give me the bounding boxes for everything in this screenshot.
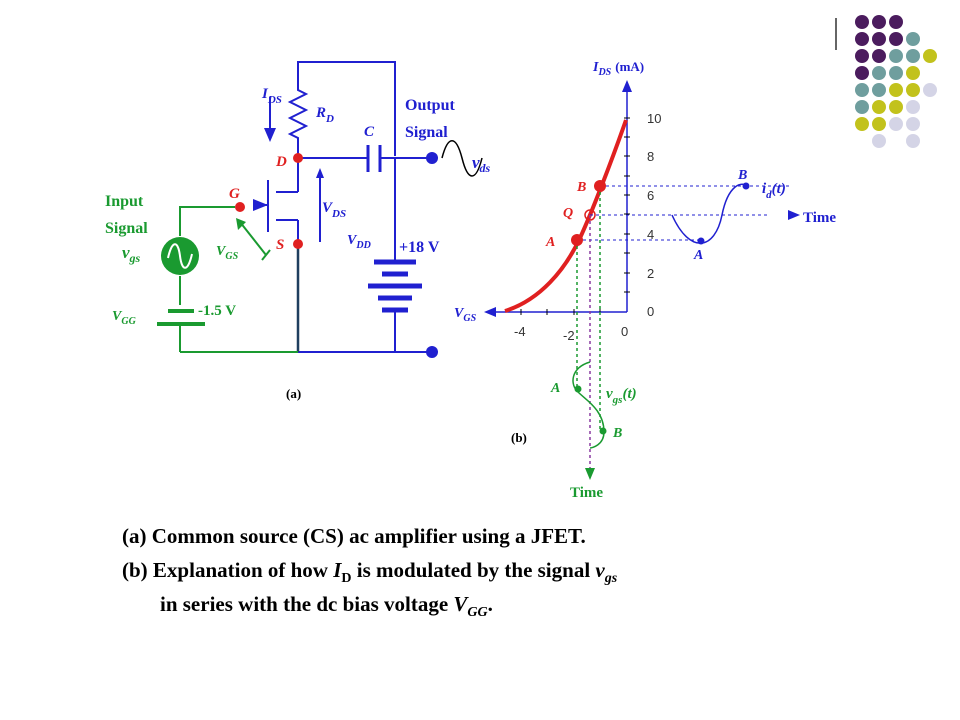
svg-text:VDS: VDS (322, 200, 346, 220)
vds-output-label: v (472, 153, 480, 172)
point-q-label: Q (563, 206, 573, 221)
ids-label: I (261, 86, 269, 102)
vds-label: V (322, 200, 334, 216)
svg-text:VGS: VGS (216, 244, 239, 262)
time-axis-bottom: Time (570, 485, 603, 501)
vgg-value: -1.5 V (198, 303, 236, 319)
caption-end: . (487, 592, 493, 616)
input-signal-line2: Signal (105, 220, 148, 237)
svg-text:vgs(t): vgs(t) (606, 386, 637, 406)
point-b-label: B (576, 180, 586, 195)
id-wave-sub: d (766, 189, 772, 201)
caption-text-b1: Explanation of how (152, 558, 334, 582)
caption-vgg-sub: GG (467, 605, 488, 621)
vdd-value: +18 V (399, 239, 440, 256)
caption-id-sub: D (341, 571, 352, 587)
ids-sub: DS (267, 94, 282, 106)
vgg-sub: GG (121, 316, 136, 327)
output-signal-line2: Signal (405, 124, 448, 141)
vgs-wave-sub: gs (612, 394, 623, 406)
time-axis-right: Time (803, 210, 836, 226)
y-tick-4: 4 (647, 227, 654, 242)
rd-label: R (315, 105, 326, 121)
caption-line-1: (a) Common source (CS) ac amplifier usin… (122, 524, 586, 549)
caption-vgg-symbol: V (453, 592, 468, 616)
vgs-sub: GS (225, 251, 238, 262)
vdd-label: V (347, 233, 358, 248)
svg-text:vds: vds (472, 153, 491, 175)
wave-b-label: B (737, 168, 747, 183)
wave-a-label: A (693, 248, 703, 263)
vds-sub: DS (331, 208, 346, 220)
transfer-characteristic-graph: IDS (mA) VGS 10 8 6 4 2 0 -4 -2 0 B Q A i… (454, 59, 836, 501)
svg-text:IDS(mA): IDS (mA) (592, 59, 644, 78)
caption-prefix-b: (b) (122, 558, 148, 582)
svg-text:VGG: VGG (112, 309, 137, 327)
caption-text-a: Common source (CS) ac amplifier using a … (151, 524, 586, 548)
vgs-axis-label: V (454, 306, 465, 321)
point-a-label: A (545, 235, 555, 250)
drain-label: D (275, 154, 287, 170)
y-tick-6: 6 (647, 188, 654, 203)
y-tick-0: 0 (647, 304, 654, 319)
svg-text:RD: RD (315, 105, 334, 125)
caption-text-b2: is modulated by the signal (351, 558, 596, 582)
output-signal-line1: Output (405, 97, 455, 114)
caption-line-2: (b) Explanation of how ID is modulated b… (122, 558, 617, 587)
vgs-label: V (216, 244, 227, 259)
vgs-wave-arg: (t) (622, 386, 636, 402)
id-wave-label: i (762, 181, 767, 197)
svg-text:vgs: vgs (122, 243, 141, 265)
panel-a-label: (a) (286, 386, 301, 401)
ids-axis-label: I (592, 60, 599, 75)
vgg-label: V (112, 309, 123, 324)
caption-id-symbol: I (333, 558, 342, 582)
vdd-sub: DD (355, 240, 370, 251)
panel-b-label: (b) (511, 430, 527, 445)
caption-vgs-symbol: v (595, 558, 605, 582)
x-tick-0: 0 (621, 324, 628, 339)
source-label: S (276, 237, 284, 253)
caption-vgs-sub: gs (604, 571, 618, 587)
input-signal-line1: Input (105, 193, 144, 210)
ids-axis-unit: (mA) (615, 59, 644, 74)
caption-prefix-a: (a) (122, 524, 147, 548)
vwave-b-label: B (612, 426, 622, 441)
vds-output-sub: ds (480, 161, 491, 175)
svg-text:id(t): id(t) (762, 181, 786, 201)
y-tick-8: 8 (647, 149, 654, 164)
x-tick-neg2: -2 (563, 328, 575, 343)
vgs-input-sub: gs (129, 251, 141, 265)
capacitor-label: C (364, 124, 375, 140)
decorative-dot-grid (835, 15, 937, 148)
svg-text:VGS: VGS (454, 306, 477, 324)
ids-axis-sub: DS (597, 67, 611, 78)
x-tick-neg4: -4 (514, 324, 526, 339)
y-tick-10: 10 (647, 111, 661, 126)
id-wave-arg: (t) (772, 181, 786, 197)
gate-label: G (229, 186, 240, 202)
svg-text:VDD: VDD (347, 233, 371, 251)
rd-sub: D (325, 113, 334, 125)
svg-text:IDS: IDS (261, 86, 282, 106)
vgs-axis-sub: GS (463, 313, 476, 324)
caption-text-c: in series with the dc bias voltage (160, 592, 454, 616)
vgs-input-label: v (122, 243, 130, 262)
caption-line-3: in series with the dc bias voltage VGG. (160, 592, 493, 621)
circuit-diagram: IDS RD C D G S Output Signal vds VDS VDD… (105, 61, 491, 401)
vgs-wave-label: v (606, 386, 613, 402)
y-tick-2: 2 (647, 266, 654, 281)
vwave-a-label: A (550, 381, 560, 396)
